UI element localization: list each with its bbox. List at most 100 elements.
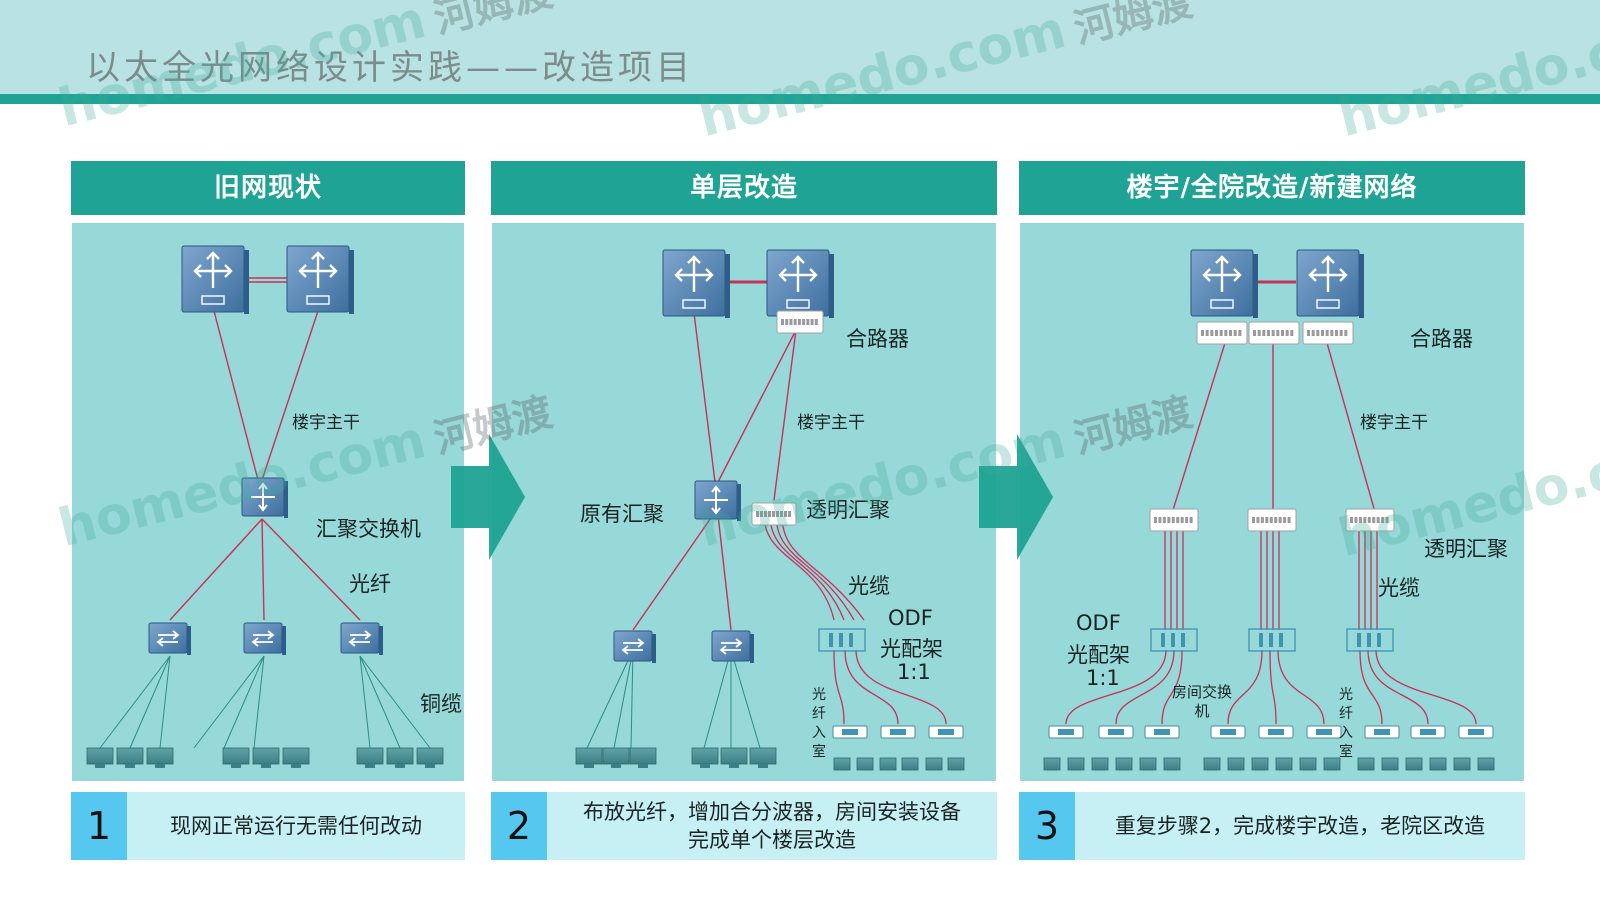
odf-rack-icon [818,628,866,652]
room-switch-icon [1258,725,1294,739]
panel-3-title: 楼宇/全院改造/新建网络 [1126,173,1418,203]
room-switch-icon [1098,725,1134,739]
room-switch-icon [1048,725,1084,739]
pc-icon [629,747,657,768]
panel-2-title: 单层改造 [689,173,798,203]
pc-stand [584,764,594,768]
combiner-port [1367,517,1371,523]
link-line [717,329,797,483]
combiner-port [1180,517,1184,523]
access-switch-side [750,634,754,663]
pc-icon [720,747,748,768]
odf-frame [818,628,866,652]
panel-3-frame [1018,221,1526,783]
core-switch-port [786,299,810,309]
room-switch-icon [1210,725,1246,739]
access-switch-side [187,626,191,655]
core-switch-port [1316,299,1340,309]
odf-frame [1346,628,1394,652]
room-switch-icon [1144,725,1180,739]
label-transparent-aggregation: 透明汇聚 [1424,537,1508,561]
pc-icon [749,747,777,768]
pc-stand [125,764,135,768]
combiner-icon [1345,508,1395,532]
pc-stand [261,764,271,768]
link-line [159,655,171,749]
terminal-icon [1477,757,1495,771]
odf-port [1171,633,1175,647]
header-accent-line [0,94,1600,104]
combiner-port [1281,330,1284,336]
odf-port [1377,633,1381,647]
terminal-icon [901,757,919,771]
fiber-curve [1367,649,1429,725]
room-switch-ports [1468,729,1484,735]
fiber-curve [1277,649,1325,725]
pc-screen [116,747,144,765]
link-line [253,655,265,749]
link-line [359,655,401,749]
room-switch-ports [1058,729,1074,735]
pc-stand [95,764,105,768]
combiner-port [1330,330,1334,336]
room-switch-ports [1316,729,1332,735]
pc-icon [575,747,603,768]
panel-1-header-bar [71,161,465,215]
label-room-switch: 房间交换机 [1171,683,1232,720]
access-switch-arrows [156,630,180,647]
pc-icon [416,747,444,768]
terminal-icon [1203,757,1221,771]
room-switch-ports [1420,729,1436,735]
combiner-port [1363,517,1367,523]
pc-stand [395,764,405,768]
combiner-port [802,319,806,325]
core-switch-port [201,295,225,305]
step-3-num-box [1019,792,1075,860]
fiber-curve [775,514,855,621]
pc-stand [291,764,301,768]
core-switch-arrows [193,251,233,288]
panel-frames [70,161,1526,860]
link-line [223,655,265,749]
odf-port [839,633,843,647]
odf-frame [1150,628,1198,652]
pc-screen [416,747,444,765]
agg-switch-arrows [704,485,728,515]
link-line [630,649,634,749]
room-switch-ports [1154,729,1170,735]
access-switch-arrows [719,638,743,655]
combiner-icon [1248,321,1300,345]
core-switch-port [1210,299,1234,309]
odf-rack-icon [1346,628,1394,652]
arrow-icon [451,434,525,560]
fiber-curve [1375,649,1477,725]
fiber-curve [855,649,947,725]
panel-1-title: 旧网现状 [213,173,322,203]
label-odf: ODF [888,606,933,630]
combiner-port [1176,517,1180,523]
combiner-port [1321,330,1324,336]
devices-layer [86,245,1495,771]
terminal-icon [947,757,965,771]
fiber-curve [1227,649,1263,725]
odf-rack-icon [1150,628,1198,652]
combiner-port [1219,330,1223,336]
fiber-curve [844,649,899,725]
pc-icon [86,747,114,768]
fiber-curve [1269,649,1277,725]
room-switch-ports [1220,729,1236,735]
room-switch-icon [880,725,916,739]
terminal-icon [1251,757,1269,771]
pc-stand [729,764,739,768]
link-line [193,655,265,749]
link-line [261,518,361,621]
core-switch-arrows [1202,255,1242,292]
fiber-curve [1359,649,1383,725]
step-1-text: 现网正常运行无需任何改动 [170,814,422,838]
page-title: 以太全光网络设计实践——改造项目 [86,48,694,88]
label-building-trunk: 楼宇主干 [1360,413,1428,433]
step-2-text: 布放光纤，增加合分波器，房间安装设备 完成单个楼层改造 [583,800,961,852]
fiber-curve [769,514,845,621]
room-switch-icon [832,725,868,739]
combiner-port [1260,517,1264,523]
